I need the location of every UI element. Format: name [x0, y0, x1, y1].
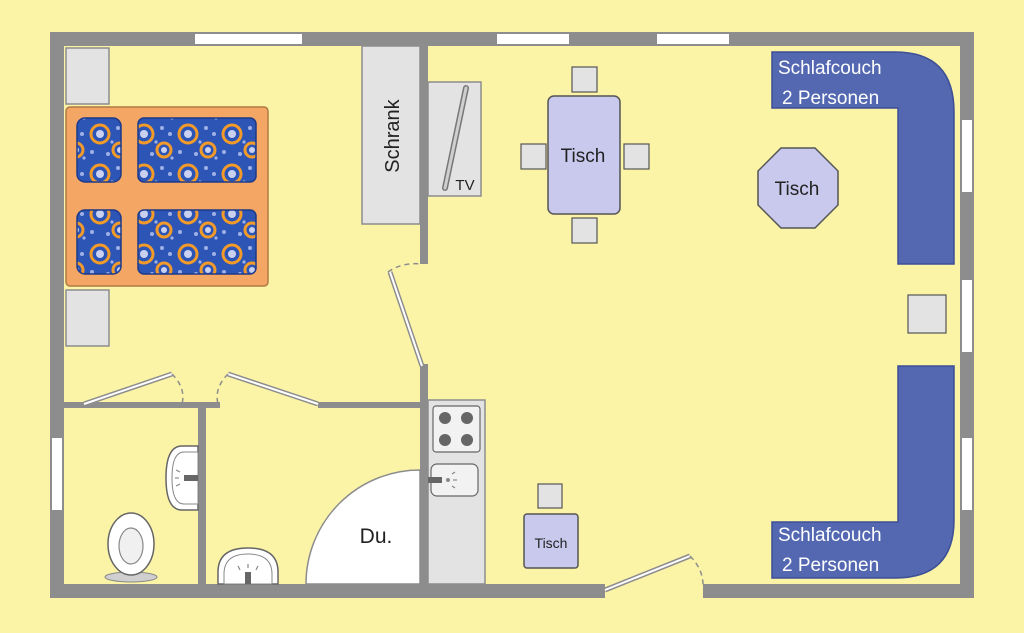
- window-top-middle: [497, 34, 569, 44]
- shower: Du.: [305, 469, 421, 585]
- wall-bath-top-left: [64, 402, 180, 408]
- wall-bath-top-mid: [180, 402, 220, 408]
- wall-bedroom-living-upper: [420, 46, 428, 264]
- doors: [83, 262, 704, 593]
- chair: [520, 66, 650, 244]
- sofa-top-label-line2: 2 Personen: [782, 88, 879, 109]
- small-table-group: Tisch: [523, 483, 579, 569]
- dining-table-label: Tisch: [561, 146, 606, 167]
- dining-table-group: Tisch: [520, 66, 650, 244]
- stove-icon: [432, 405, 481, 453]
- small-table-chair: [537, 483, 563, 509]
- side-chair: [907, 294, 947, 334]
- shower-label: Du.: [360, 525, 393, 548]
- octagon-table: Tisch: [757, 147, 839, 229]
- wardrobe-label: Schrank: [382, 98, 404, 172]
- tv-label: TV: [455, 177, 474, 194]
- small-table-label: Tisch: [535, 535, 568, 551]
- mattress-top: [137, 117, 257, 183]
- octagon-table-label: Tisch: [775, 179, 820, 200]
- sleeping-sofa-top: Schlafcouch 2 Personen: [771, 51, 955, 265]
- window-top-left: [195, 34, 302, 44]
- sofa-bottom-label-line1: Schlafcouch: [778, 525, 882, 546]
- toilet-icon: [104, 512, 158, 583]
- wall-wc-shower: [198, 408, 206, 584]
- nightstand-bottom: [65, 289, 110, 347]
- kitchen-sink-icon: [428, 463, 479, 497]
- mattress-bottom: [137, 209, 257, 275]
- small-table: [523, 513, 579, 569]
- tv-cabinet: TV: [427, 81, 482, 197]
- double-bed: [65, 106, 269, 287]
- interior-walls: [64, 46, 428, 586]
- kitchen-unit: [427, 399, 486, 585]
- sleeping-sofa-bottom: Schlafcouch 2 Personen: [771, 365, 955, 579]
- window-left-wc: [52, 438, 62, 510]
- door-wc: [83, 371, 184, 407]
- sofa-top-label-line1: Schlafcouch: [778, 58, 882, 79]
- window-right-top: [962, 120, 972, 192]
- pillow-bottom: [76, 209, 122, 275]
- dining-table: [547, 95, 621, 215]
- wall-bedroom-living-lower: [420, 364, 428, 586]
- nightstand-top: [65, 47, 110, 105]
- window-right-middle: [962, 280, 972, 352]
- wall-bath-top-right: [318, 402, 422, 408]
- sofa-bottom-label-line2: 2 Personen: [782, 555, 879, 576]
- window-top-right: [657, 34, 729, 44]
- wc-sink-icon: [165, 445, 199, 511]
- windows: [52, 34, 972, 510]
- door-shower-room: [216, 371, 319, 407]
- pillow-top: [76, 117, 122, 183]
- door-entrance: [604, 553, 704, 593]
- door-bedroom: [387, 262, 425, 367]
- bathroom-sink-icon: [217, 547, 279, 585]
- window-right-bottom: [962, 438, 972, 510]
- wardrobe: Schrank: [361, 45, 421, 225]
